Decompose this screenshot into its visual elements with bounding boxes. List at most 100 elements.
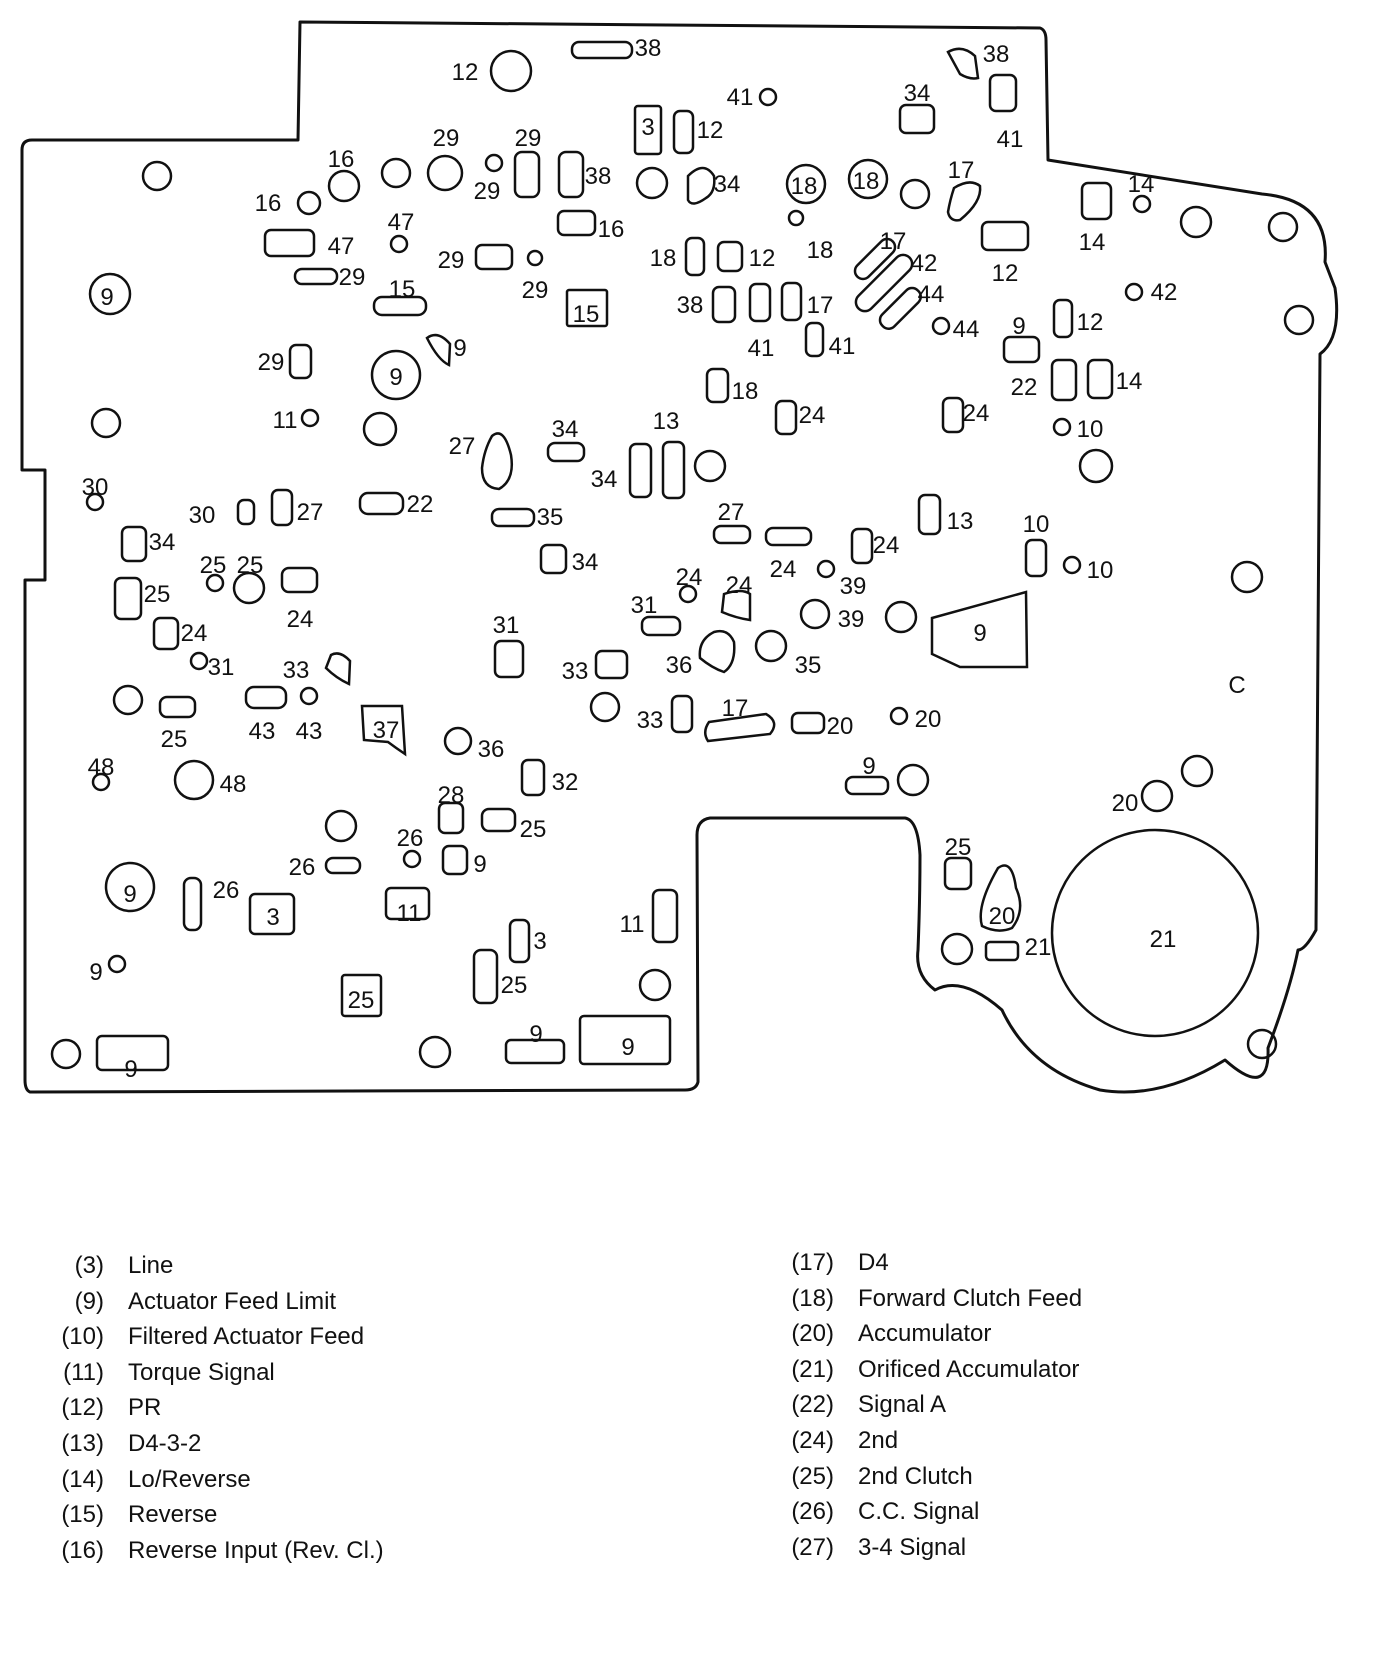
plate-label: 11	[620, 911, 645, 938]
port-circle	[847, 158, 889, 200]
legend-name: 3-4 Signal	[858, 1533, 967, 1561]
port-circle	[1180, 754, 1214, 788]
port-slot	[917, 493, 942, 536]
plate-label: 41	[829, 333, 856, 360]
port-slot	[293, 267, 339, 286]
port-circle	[205, 573, 225, 593]
plate-label: 20	[915, 706, 942, 733]
plate-label: 25	[348, 987, 375, 1014]
plate-label: 34	[591, 466, 618, 493]
plate-label: 20	[827, 713, 854, 740]
plate-label: 35	[795, 652, 822, 679]
legend-name: D4-3-2	[128, 1429, 202, 1457]
plate-label: 18	[853, 168, 880, 195]
slot-ports	[95, 40, 1114, 1072]
port-circle	[1124, 282, 1144, 302]
port-circle	[754, 629, 788, 663]
port-slot	[263, 228, 316, 258]
port-circle	[940, 932, 974, 966]
port-circle	[589, 691, 621, 723]
port-shaped	[946, 47, 980, 80]
legend-name: Signal A	[858, 1391, 947, 1419]
plate-label: 17	[722, 695, 749, 722]
plate-label: 24	[873, 532, 900, 559]
accumulator-bore-21	[1050, 828, 1260, 1038]
legend-name: Filtered Actuator Feed	[128, 1323, 365, 1351]
legend-name: Actuator Feed Limit	[128, 1287, 337, 1315]
port-slot	[941, 396, 965, 434]
plate-label: 9	[123, 881, 136, 908]
valve-body-spacer-plate-diagram: 1238384134312412929162938341818171416471…	[20, 20, 1339, 1094]
port-circle	[299, 686, 319, 706]
port-shaped	[720, 589, 752, 622]
port-slot-diagonal	[853, 237, 897, 281]
legend-item: (26)C.C. Signal	[770, 1494, 1082, 1530]
legend-item: (25)2nd Clutch	[770, 1459, 1082, 1495]
port-shaped	[686, 166, 716, 205]
plate-label: 33	[637, 707, 664, 734]
legend-item: (14)Lo/Reverse	[40, 1462, 384, 1498]
plate-label: 15	[573, 301, 600, 328]
port-slot	[711, 285, 737, 324]
port-slot	[504, 1038, 566, 1065]
port-slot	[520, 758, 546, 797]
port-slot	[472, 948, 499, 1005]
legend-name: Forward Clutch Feed	[858, 1284, 1083, 1312]
port-slot	[324, 856, 362, 875]
plate-label: 9	[100, 284, 113, 311]
port-slot	[640, 615, 682, 637]
plate-label: 24	[287, 606, 314, 633]
port-circle	[1052, 417, 1072, 437]
legend-item: (12)PR	[40, 1390, 384, 1426]
plate-label: 24	[676, 564, 703, 591]
plate-label: 3	[533, 928, 546, 955]
port-circle	[189, 651, 209, 671]
plate-label: 21	[1150, 926, 1177, 953]
port-circle	[489, 49, 533, 93]
plate-label: 12	[1077, 309, 1104, 336]
port-shaped	[360, 704, 407, 757]
legend-item: (16)Reverse Input (Rev. Cl.)	[40, 1533, 383, 1569]
legend-item: (3)Line	[40, 1248, 384, 1284]
plate-label: 44	[918, 281, 945, 308]
legend-code: (3)	[74, 1252, 104, 1279]
plate-label: 30	[82, 474, 109, 501]
plate-label: 11	[273, 407, 298, 434]
plate-label: C	[1228, 672, 1245, 699]
plate-label: 39	[838, 606, 865, 633]
port-shaped	[425, 333, 452, 367]
plate-label: 12	[749, 245, 776, 272]
port-circle	[1267, 211, 1299, 243]
plate-label: 34	[572, 549, 599, 576]
plate-label: 26	[289, 854, 316, 881]
plate-label: 29	[522, 277, 549, 304]
legend-item: (10) Filtered Actuator Feed	[40, 1319, 384, 1355]
legend-code: (17)	[791, 1249, 834, 1276]
legend-code: (10)	[61, 1323, 104, 1351]
plate-label: 36	[478, 736, 505, 763]
port-circle	[816, 559, 836, 579]
port-slot	[480, 807, 517, 833]
port-slot	[1024, 538, 1048, 578]
port-slot	[358, 491, 405, 516]
port-slot	[152, 616, 180, 651]
port-slot	[628, 442, 653, 499]
port-shaped	[979, 864, 1022, 932]
legend-item: (17)D4	[770, 1245, 1082, 1281]
port-slot	[980, 220, 1030, 252]
port-circle	[380, 157, 412, 189]
port-slot	[844, 775, 890, 796]
plate-label: 10	[1087, 557, 1114, 584]
port-slot	[764, 526, 813, 547]
plate-label: 38	[677, 292, 704, 319]
port-shaped	[930, 590, 1029, 669]
spacer-plate-outline	[20, 20, 1339, 1094]
port-slot	[441, 844, 469, 876]
port-shaped	[324, 652, 352, 686]
port-slot	[539, 543, 568, 575]
legend-name: 2nd	[858, 1426, 899, 1454]
port-shaped	[946, 181, 982, 222]
plate-label: 24	[726, 572, 753, 599]
plate-label: 34	[904, 80, 931, 107]
port-slot	[898, 103, 936, 135]
